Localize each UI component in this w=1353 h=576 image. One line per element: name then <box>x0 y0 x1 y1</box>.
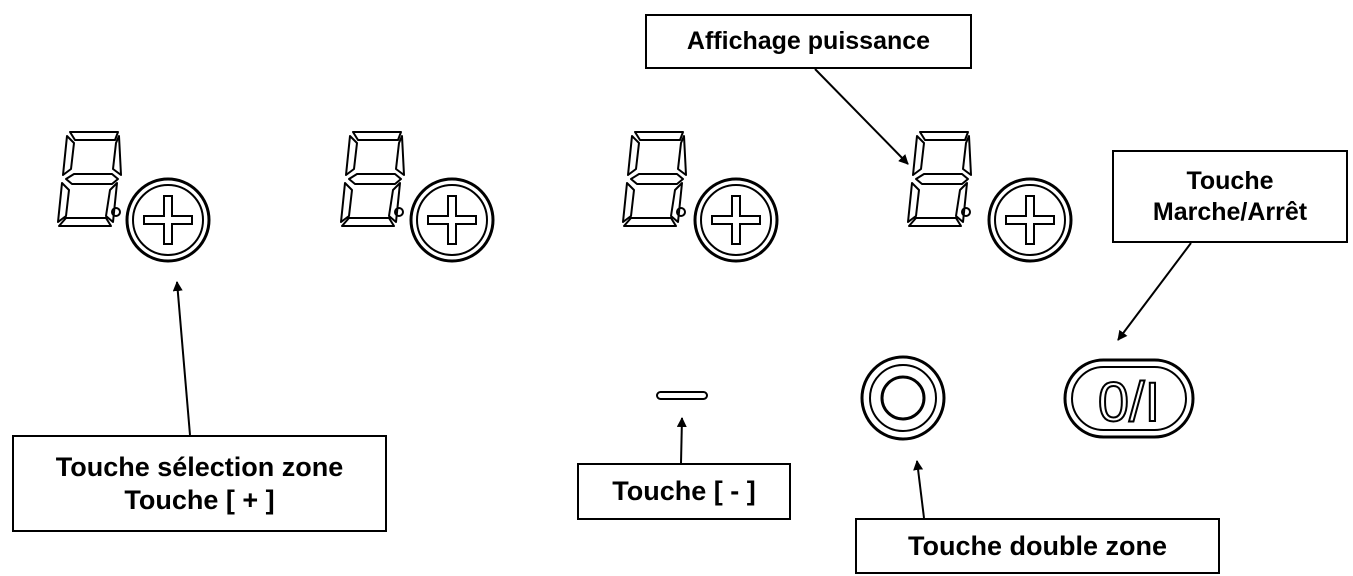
plus-button-3[interactable] <box>693 177 779 263</box>
minus-button[interactable] <box>656 391 708 400</box>
on-off-button[interactable]: 0/I <box>1063 358 1195 439</box>
zone-2 <box>340 131 405 227</box>
on-off-symbol: 0/I <box>1098 370 1160 433</box>
plus-button-4[interactable] <box>987 177 1073 263</box>
plus-button-2[interactable] <box>409 177 495 263</box>
plus-button-1[interactable] <box>125 177 211 263</box>
zone-3 <box>622 131 687 227</box>
arrow-display <box>814 68 909 165</box>
label-minus: Touche [ - ] <box>577 463 791 520</box>
zone-1 <box>57 131 122 227</box>
arrow-double-zone <box>913 460 925 519</box>
power-display-3 <box>622 131 687 227</box>
label-minus-text: Touche [ - ] <box>612 476 756 507</box>
label-marche-arret: Touche Marche/Arrêt <box>1112 150 1348 243</box>
arrow-selection <box>172 281 191 436</box>
power-display-4 <box>907 131 972 227</box>
power-display-2 <box>340 131 405 227</box>
double-zone-button[interactable] <box>860 355 946 441</box>
zone-4 <box>907 131 972 227</box>
label-double-zone-text: Touche double zone <box>908 530 1167 561</box>
label-selection-line2: Touche [ + ] <box>124 484 275 515</box>
label-double-zone: Touche double zone <box>855 518 1220 574</box>
arrow-minus <box>676 417 687 464</box>
power-display-1 <box>57 131 122 227</box>
label-affichage-puissance-text: Affichage puissance <box>686 27 931 56</box>
label-marche-arret-line1: Touche <box>1186 167 1274 195</box>
arrow-on-off <box>1117 242 1192 341</box>
label-affichage-puissance: Affichage puissance <box>645 14 972 69</box>
label-selection-line1: Touche sélection zone <box>55 451 344 482</box>
label-selection-zone: Touche sélection zone Touche [ + ] <box>12 435 387 532</box>
label-marche-arret-line2: Marche/Arrêt <box>1152 197 1308 226</box>
